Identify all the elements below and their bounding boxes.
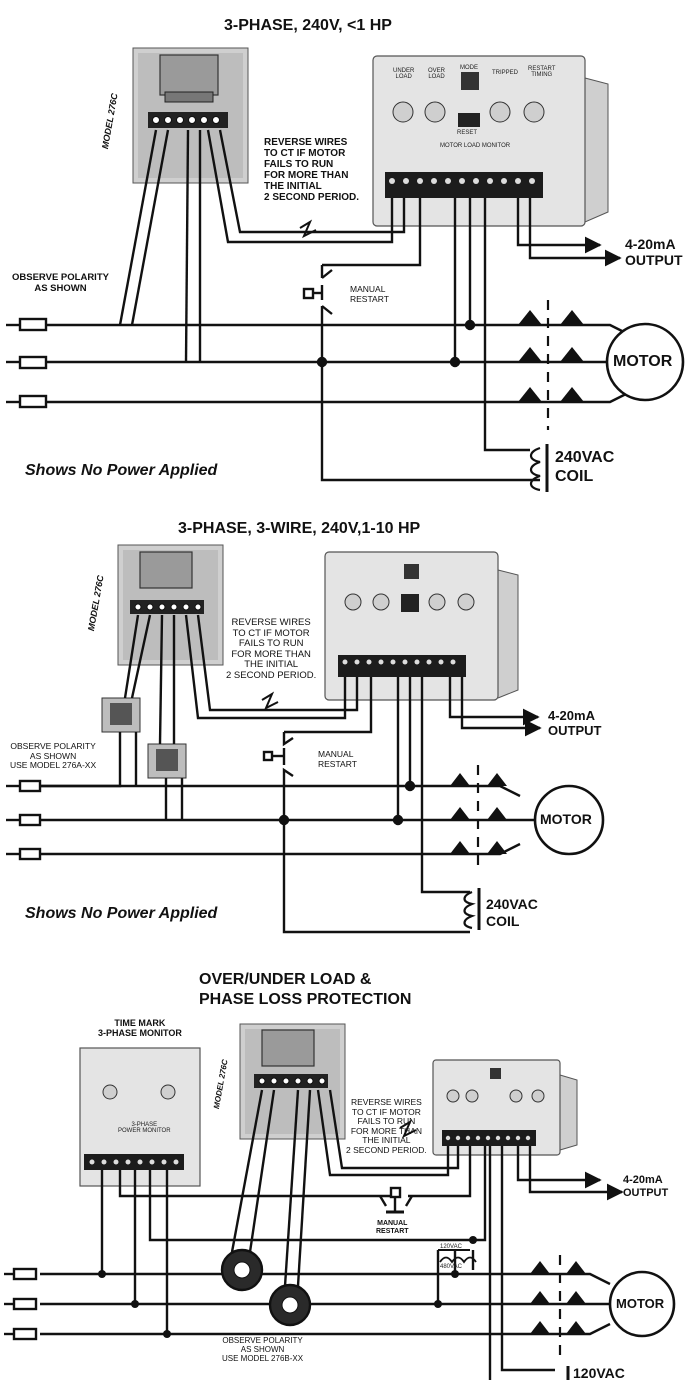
restart-timing-label: RESTART TIMING xyxy=(528,66,556,78)
diagram3-output: 4-20mA OUTPUT xyxy=(623,1174,669,1199)
diagram1-reverse-note: REVERSE WIRES TO CT IF MOTOR FAILS TO RU… xyxy=(264,137,360,203)
diagram3-title-line1: OVER/UNDER LOAD & xyxy=(199,971,372,988)
diagram3-manual-restart: MANUAL RESTART xyxy=(376,1220,409,1235)
diagram2-motor-label: MOTOR xyxy=(540,811,592,827)
diagram1-polarity-note: OBSERVE POLARITY AS SHOWN xyxy=(12,272,109,294)
diagram2-manual-restart: MANUAL RESTART xyxy=(318,749,357,769)
motor-1 xyxy=(605,322,685,402)
diagram2-polarity-note: OBSERVE POLARITY AS SHOWN USE MODEL 276A… xyxy=(10,741,97,770)
diagram2-status: Shows No Power Applied xyxy=(25,905,218,922)
diagram-1 xyxy=(6,47,685,492)
motor-load-monitor-1 xyxy=(372,55,609,227)
under-load-label: UNDER LOAD xyxy=(393,68,415,80)
diagram2-reverse-note: REVERSE WIRES TO CT IF MOTOR FAILS TO RU… xyxy=(226,617,317,681)
motor-2 xyxy=(533,784,605,856)
diagram-3 xyxy=(4,1023,676,1380)
manual-restart-switch-2 xyxy=(262,732,294,782)
diagram2-output: 4-20mA OUTPUT xyxy=(548,708,602,738)
current-transformer-276a-1 xyxy=(101,697,141,733)
vac-top-label: 120VAC xyxy=(440,1244,462,1250)
current-transformer-276a-2 xyxy=(147,743,187,779)
over-load-label: OVER LOAD xyxy=(428,68,446,80)
diagram3-title-line2: PHASE LOSS PROTECTION xyxy=(199,991,412,1008)
diagram-2 xyxy=(6,544,605,934)
diagram1-coil-label: 240VAC COIL xyxy=(555,449,615,485)
diagram1-status: Shows No Power Applied xyxy=(25,462,218,479)
coil-1 xyxy=(529,444,549,492)
three-phase-monitor xyxy=(79,1047,201,1187)
diagram2-title: 3-PHASE, 3-WIRE, 240V,1-10 HP xyxy=(178,520,421,537)
coil-2 xyxy=(463,888,481,930)
mode-label: MODE xyxy=(460,65,478,71)
diagram3-polarity-note: OBSERVE POLARITY AS SHOWN USE MODEL 276B… xyxy=(222,1336,304,1363)
diagram1-motor-label: MOTOR xyxy=(613,353,673,370)
diagram3-coil-label: 120VAC xyxy=(573,1365,625,1381)
tripped-label: TRIPPED xyxy=(492,70,519,76)
motor-3 xyxy=(608,1270,676,1338)
power-monitor-label: 3-PHASE POWER MONITOR xyxy=(118,1122,171,1134)
motor-load-monitor-2 xyxy=(324,551,519,701)
diagram1-output: 4-20mA OUTPUT xyxy=(625,236,683,268)
donut-ct-1 xyxy=(220,1248,264,1292)
monitor-name-label: MOTOR LOAD MONITOR xyxy=(440,143,511,149)
diagram1-manual-restart: MANUAL RESTART xyxy=(350,284,389,304)
donut-ct-2 xyxy=(268,1283,312,1327)
diagram3-motor-label: MOTOR xyxy=(616,1296,665,1311)
transformer-terminals-1 xyxy=(152,116,220,124)
reset-label: RESET xyxy=(457,130,478,136)
three-phase-monitor-title: TIME MARK 3-PHASE MONITOR xyxy=(98,1018,182,1038)
diagram2-coil-label: 240VAC COIL xyxy=(486,896,538,929)
manual-restart-switch-3 xyxy=(378,1186,414,1214)
motor-load-monitor-3 xyxy=(432,1059,578,1156)
vac-bottom-label: 480VAC xyxy=(440,1264,462,1270)
control-transformer-3 xyxy=(438,1249,477,1264)
diagram3-reverse-note: REVERSE WIRES TO CT IF MOTOR FAILS TO RU… xyxy=(346,1097,427,1155)
manual-restart-switch-1 xyxy=(302,269,333,315)
diagram1-title: 3-PHASE, 240V, <1 HP xyxy=(224,17,392,34)
